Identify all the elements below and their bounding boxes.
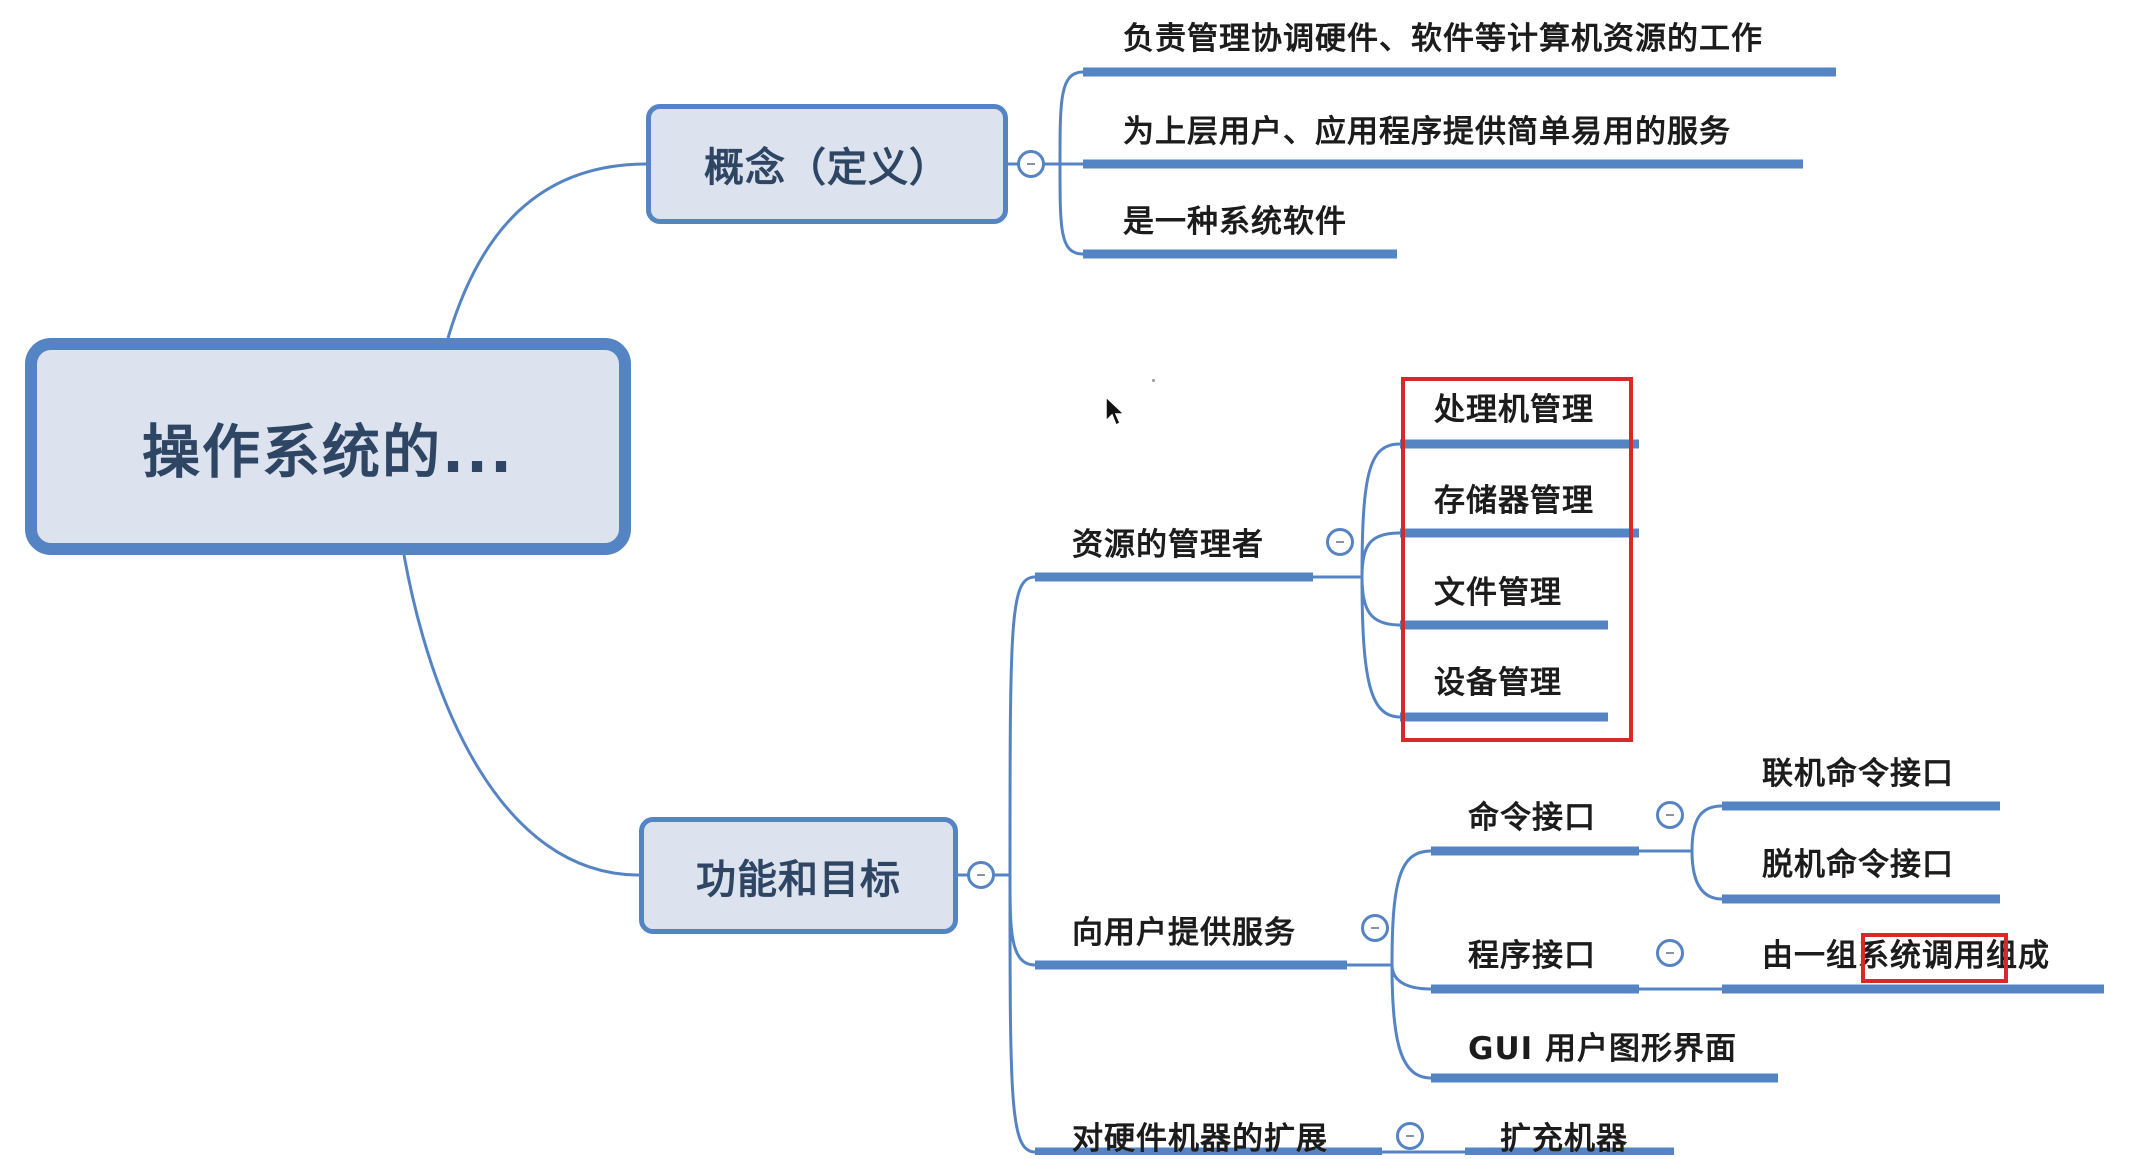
connector-resource-leaves (1313, 442, 1401, 719)
command-item-offline[interactable]: 脱机命令接口 (1762, 847, 1954, 883)
topic-concept-label: 概念（定义） (704, 145, 950, 191)
user-service-topic[interactable]: 向用户提供服务 (1072, 915, 1296, 951)
collapse-program-interface-button[interactable] (1656, 939, 1684, 967)
connector-command-leaves (1639, 804, 1723, 901)
concept-item-2[interactable]: 为上层用户、应用程序提供简单易用的服务 (1123, 114, 1731, 150)
mouse-cursor-icon (1105, 395, 1126, 427)
concept-item-3[interactable]: 是一种系统软件 (1123, 204, 1347, 240)
resource-item-device[interactable]: 设备管理 (1434, 665, 1562, 701)
hardware-extension-topic[interactable]: 对硬件机器的扩展 (1072, 1121, 1328, 1157)
collapse-user-service-button[interactable] (1361, 914, 1389, 942)
collapse-command-interface-button[interactable] (1656, 801, 1684, 829)
connector-service-children (1347, 849, 1432, 1080)
connector-root-concept (446, 162, 647, 339)
resource-item-file[interactable]: 文件管理 (1434, 575, 1562, 611)
root-topic-label: 操作系统的... (141, 417, 515, 486)
connector-function-children (958, 575, 1036, 1154)
root-topic[interactable]: 操作系统的... (25, 338, 631, 555)
program-item-syscall[interactable]: 由一组系统调用组成 (1762, 938, 2050, 974)
topic-concept[interactable]: 概念（定义） (646, 104, 1008, 224)
connector-root-function (402, 554, 640, 877)
topic-function[interactable]: 功能和目标 (639, 817, 958, 934)
concept-item-1[interactable]: 负责管理协调硬件、软件等计算机资源的工作 (1123, 21, 1763, 57)
collapse-concept-button[interactable] (1017, 150, 1045, 178)
resource-item-processor[interactable]: 处理机管理 (1434, 392, 1594, 428)
collapse-hardware-extension-button[interactable] (1396, 1122, 1424, 1150)
collapse-resource-manager-button[interactable] (1326, 528, 1354, 556)
program-interface-topic[interactable]: 程序接口 (1468, 938, 1596, 974)
command-item-online[interactable]: 联机命令接口 (1762, 756, 1954, 792)
collapse-function-button[interactable] (967, 861, 995, 889)
stray-dot (1152, 379, 1155, 382)
resource-manager-topic[interactable]: 资源的管理者 (1072, 527, 1264, 563)
topic-function-label: 功能和目标 (696, 856, 901, 903)
gui-topic[interactable]: GUI 用户图形界面 (1468, 1031, 1737, 1067)
command-interface-topic[interactable]: 命令接口 (1468, 800, 1596, 836)
resource-item-memory[interactable]: 存储器管理 (1434, 483, 1594, 519)
hardware-item-extend-machine[interactable]: 扩充机器 (1500, 1121, 1628, 1157)
